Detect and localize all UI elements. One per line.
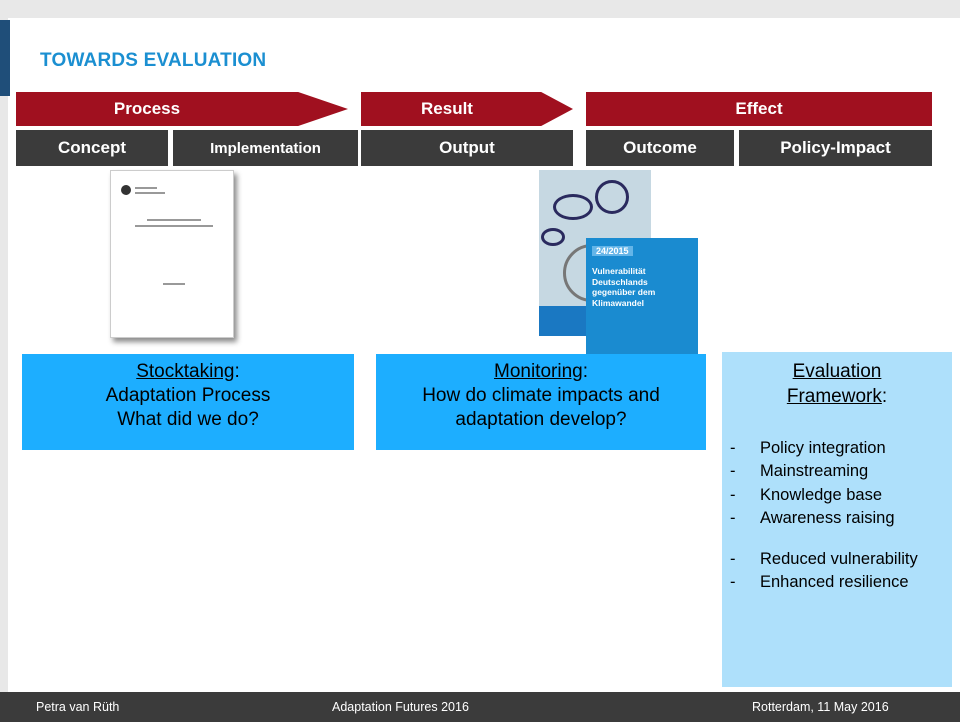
list-item: -Mainstreaming xyxy=(730,462,869,481)
process-arrow: Process xyxy=(16,92,348,126)
stocktaking-line3: What did we do? xyxy=(117,408,259,430)
list-item: -Awareness raising xyxy=(730,508,895,527)
stage-output: Output xyxy=(361,130,573,166)
evaluation-criteria-list: -Policy integration -Mainstreaming -Know… xyxy=(730,437,952,594)
stage-policy-impact: Policy-Impact xyxy=(739,130,932,166)
stocktaking-line2: Adaptation Process xyxy=(105,384,271,406)
footer-date: Rotterdam, 11 May 2016 xyxy=(752,700,889,714)
monitoring-colon: : xyxy=(582,361,588,382)
evaluation-colon: : xyxy=(881,385,888,407)
stage-implementation: Implementation xyxy=(173,130,358,166)
text-line xyxy=(135,192,165,194)
effect-bar: Effect xyxy=(586,92,932,126)
list-item: -Enhanced resilience xyxy=(730,572,909,591)
stage-outcome: Outcome xyxy=(586,130,734,166)
list-spacer xyxy=(730,530,952,548)
list-item: -Policy integration xyxy=(730,439,886,458)
list-item: -Reduced vulnerability xyxy=(730,549,918,568)
swirl-icon xyxy=(595,180,629,214)
evaluation-term: Framework xyxy=(786,385,882,407)
slide-title: TOWARDS EVALUATION xyxy=(40,50,267,71)
monitoring-report-cover: 24/2015 Vulnerabilität Deutschlands gege… xyxy=(586,238,698,354)
text-line xyxy=(135,187,157,189)
process-label: Process xyxy=(113,99,181,118)
stocktaking-box: Stocktaking: Adaptation Process What did… xyxy=(22,354,354,450)
stocktaking-colon: : xyxy=(234,361,240,382)
federal-eagle-icon xyxy=(121,185,131,195)
result-label: Result xyxy=(421,99,473,118)
list-item: -Knowledge base xyxy=(730,485,883,504)
report-number: 24/2015 xyxy=(592,246,633,256)
report-cover-title: Vulnerabilität Deutschlands gegenüber de… xyxy=(592,266,656,308)
swirl-icon xyxy=(541,228,565,246)
footer-event: Adaptation Futures 2016 xyxy=(332,700,469,714)
stage-concept: Concept xyxy=(16,130,168,166)
monitoring-box: Monitoring: How do climate impacts and a… xyxy=(376,354,706,450)
stocktaking-term: Stocktaking xyxy=(136,361,235,382)
evaluation-line1: Evaluation xyxy=(792,361,882,382)
monitoring-term: Monitoring xyxy=(494,361,583,382)
report-document-thumbnail xyxy=(110,170,234,338)
text-line xyxy=(163,283,185,285)
monitoring-line2: How do climate impacts and xyxy=(422,384,660,406)
slide-footer: Petra van Rüth Adaptation Futures 2016 R… xyxy=(0,692,960,722)
result-arrow: Result xyxy=(361,92,573,126)
footer-author: Petra van Rüth xyxy=(36,700,120,714)
monitoring-line3: adaptation develop? xyxy=(455,408,627,430)
left-accent-bar xyxy=(0,20,10,96)
evaluation-framework-box: Evaluation Framework: -Policy integratio… xyxy=(722,352,952,687)
text-line xyxy=(147,219,201,221)
swirl-icon xyxy=(553,194,593,220)
effect-label: Effect xyxy=(735,99,783,118)
text-line xyxy=(135,225,213,227)
